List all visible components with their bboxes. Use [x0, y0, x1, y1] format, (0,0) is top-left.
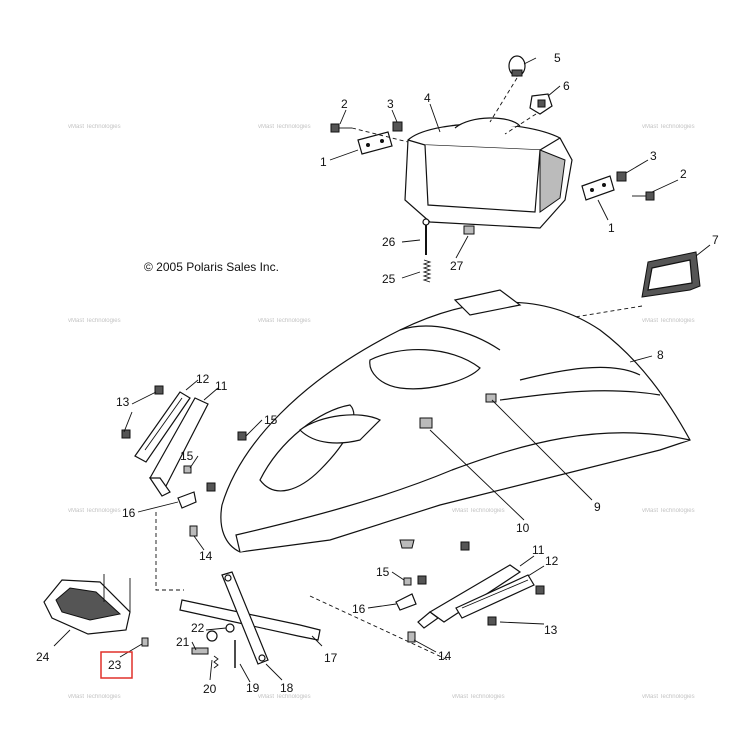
headlight-assembly [404, 117, 573, 229]
bracket-right-part-1 [581, 175, 615, 201]
support-bracket-part-17 [179, 571, 321, 665]
watermark: vMast Technologies [68, 508, 121, 514]
copyright-text: © 2005 Polaris Sales Inc. [144, 260, 279, 274]
callout-13[interactable]: 13 [116, 395, 130, 409]
callout-27[interactable]: 27 [450, 259, 464, 273]
callout-7[interactable]: 7 [712, 233, 719, 247]
watermark: vMast Technologies [68, 694, 121, 700]
screw-left-part-2 [330, 123, 352, 133]
callout-16[interactable]: 16 [122, 506, 136, 520]
callout-4[interactable]: 4 [424, 91, 431, 105]
callout-6[interactable]: 6 [563, 79, 570, 93]
clip-right-part-16 [395, 593, 417, 611]
callout-20[interactable]: 20 [203, 682, 217, 696]
leader-lines [53, 57, 711, 683]
callout-2[interactable]: 2 [341, 97, 348, 111]
clip-left-part-16 [177, 491, 197, 509]
latch-parts-18-22 [191, 623, 236, 669]
callout-21[interactable]: 21 [176, 635, 190, 649]
nuts-left-part-15 [183, 431, 247, 492]
screw-right-part-2 [632, 191, 655, 201]
bolt-left-part-14 [189, 525, 198, 537]
callout-1[interactable]: 1 [608, 221, 615, 235]
callout-24[interactable]: 24 [36, 650, 50, 664]
callout-22[interactable]: 22 [191, 621, 205, 635]
callout-9[interactable]: 9 [594, 500, 601, 514]
clip-right-part-3 [616, 171, 627, 182]
highlight-box [100, 651, 133, 679]
lens-cover-part-7 [641, 251, 701, 298]
nut-part-27 [463, 225, 475, 235]
screws-right-part-13 [487, 585, 545, 626]
callout-11[interactable]: 11 [532, 543, 545, 557]
callout-15[interactable]: 15 [376, 565, 390, 579]
clip-left-part-3 [392, 121, 403, 132]
strap-left-part-12 [134, 391, 191, 463]
assembly-line [309, 595, 449, 661]
watermark: vMast Technologies [258, 694, 311, 700]
bolt-right-part-14 [407, 631, 416, 643]
watermark: vMast Technologies [452, 508, 505, 514]
watermark: vMast Technologies [258, 124, 311, 130]
bumper-part-24 [43, 574, 131, 635]
callout-23[interactable]: 23 [108, 658, 122, 672]
callout-26[interactable]: 26 [382, 235, 396, 249]
callout-8[interactable]: 8 [657, 348, 664, 362]
socket-part-6 [529, 93, 553, 115]
bracket-left-part-1 [357, 131, 393, 155]
callout-16[interactable]: 16 [352, 602, 366, 616]
callout-3[interactable]: 3 [650, 149, 657, 163]
callout-25[interactable]: 25 [382, 272, 396, 286]
screw-part-23 [141, 637, 149, 647]
nuts-right-part-15 [403, 541, 470, 586]
callout-11[interactable]: 11 [215, 379, 228, 393]
callout-14[interactable]: 14 [438, 649, 452, 663]
callout-3[interactable]: 3 [387, 97, 394, 111]
assembly-line [351, 127, 409, 143]
bolt-part-26 [422, 218, 430, 255]
watermark: vMast Technologies [452, 694, 505, 700]
callout-2[interactable]: 2 [680, 167, 687, 181]
callout-5[interactable]: 5 [554, 51, 561, 65]
watermark: vMast Technologies [642, 124, 695, 130]
spring-part-25 [422, 259, 432, 283]
strap-right-part-12 [455, 574, 535, 619]
bracket-left-part-11 [148, 397, 209, 497]
callout-15[interactable]: 15 [180, 449, 194, 463]
callout-1[interactable]: 1 [320, 155, 327, 169]
callouts: 5 6 4 2 3 1 3 2 1 26 27 25 7 8 12 11 13 … [36, 51, 719, 696]
assembly-line [489, 77, 518, 123]
callout-12[interactable]: 12 [545, 554, 559, 568]
callout-17[interactable]: 17 [324, 651, 338, 665]
hood-part-8 [220, 289, 691, 553]
bulb-part-5 [508, 55, 526, 77]
callout-19[interactable]: 19 [246, 681, 260, 695]
assembly-line [155, 512, 184, 591]
callout-13[interactable]: 13 [544, 623, 558, 637]
callout-14[interactable]: 14 [199, 549, 213, 563]
callout-18[interactable]: 18 [280, 681, 294, 695]
callout-15[interactable]: 15 [264, 413, 278, 427]
watermark: vMast Technologies [68, 318, 121, 324]
watermark: vMast Technologies [642, 318, 695, 324]
bracket-right-part-11 [417, 564, 522, 629]
watermark: vMast Technologies [642, 694, 695, 700]
callout-10[interactable]: 10 [516, 521, 530, 535]
screws-left-part-13 [121, 385, 164, 439]
watermark: vMast Technologies [258, 318, 311, 324]
callout-12[interactable]: 12 [196, 372, 210, 386]
watermark: vMast Technologies [68, 124, 121, 130]
watermark: vMast Technologies [642, 508, 695, 514]
assembly-line [504, 113, 537, 135]
